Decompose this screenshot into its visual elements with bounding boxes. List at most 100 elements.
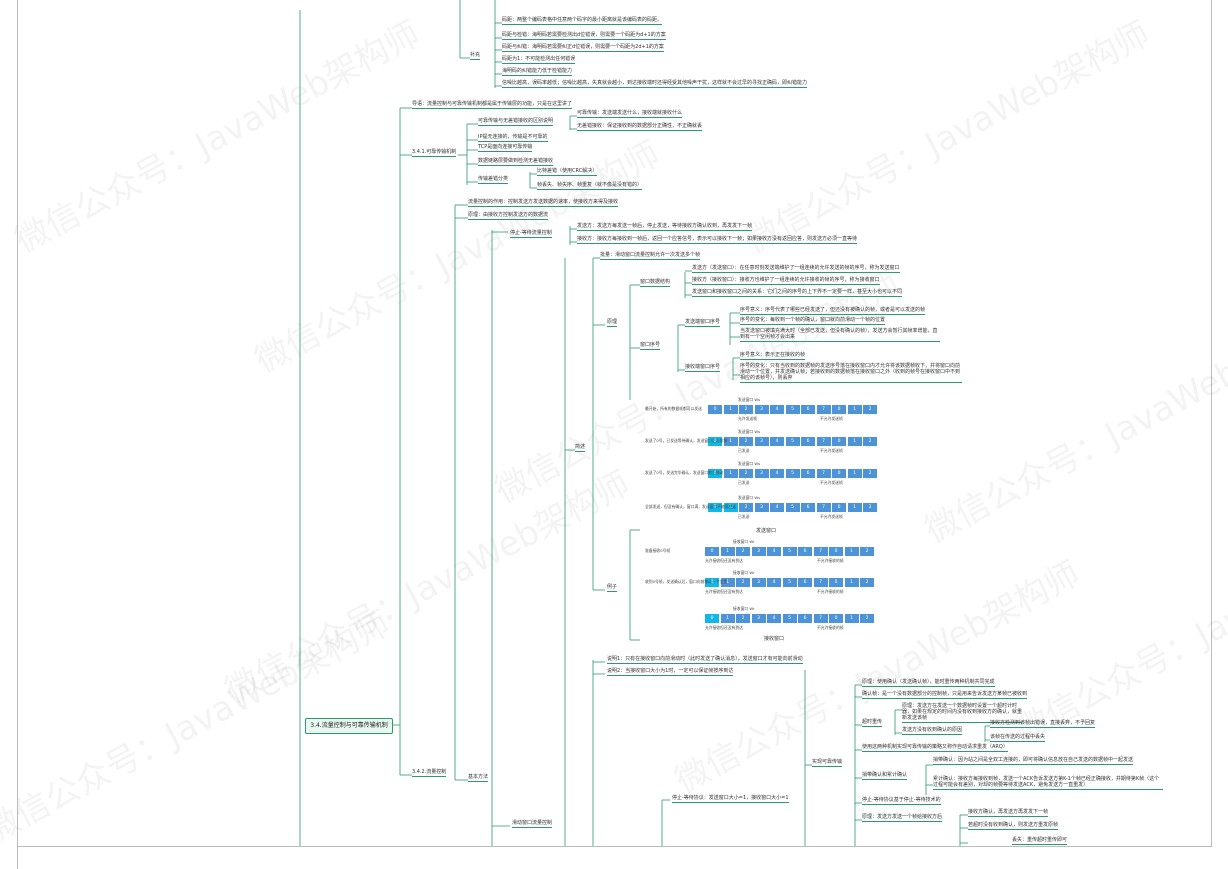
send-seq-cell: 0 — [708, 469, 722, 478]
sw-item[interactable]: 停止-等待协议基于停止-等待技术的 — [862, 797, 941, 805]
reliable-sub[interactable]: 可靠传输：发送端发送什么，接收端就接收什么 — [577, 110, 683, 118]
recv-seq-cell: 6 — [798, 614, 812, 623]
recv-window-wr-label: 接收窗口 Wr — [733, 606, 755, 611]
flow-principle[interactable]: 原理：由接收方控制发送方的数据流 — [468, 212, 549, 220]
send-seq-cell: 2 — [863, 469, 877, 478]
send-window-caption: 发送窗口 — [756, 528, 777, 534]
recv-seq-item[interactable]: 序号的变化：只有当收到的数据帧的发送序号落在接收窗口内才允许将该数据帧收下，并将… — [740, 363, 962, 383]
supplement-line[interactable]: 海明码的纠错能力低于检错能力 — [502, 68, 573, 76]
send-seq-cell: 3 — [754, 503, 769, 512]
stop-wait-node[interactable]: 停止-等待流量控制 — [510, 230, 552, 238]
impl-item[interactable]: 超时重传 — [862, 719, 883, 727]
basic-method[interactable]: 基本方法 — [468, 774, 489, 782]
send-seq-cell: 0 — [832, 405, 846, 414]
timeout-reason[interactable]: 接收方检测到该帧出错误，直接丢弃，不予回复 — [990, 720, 1096, 728]
example-node[interactable]: 例子 — [607, 584, 618, 592]
send-window-ws-label: 发送窗口 Ws — [738, 495, 761, 500]
error-sub[interactable]: 比特差错（使用CRC解决） — [537, 168, 598, 176]
recv-seq-cell: 0 — [705, 578, 719, 587]
reliable-item[interactable]: TCP是面向连接可靠传输 — [478, 144, 533, 152]
send-seq-cell: 0 — [832, 469, 846, 478]
send-seq-cell: 7 — [816, 503, 831, 512]
recv-seq-cell: 2 — [736, 614, 750, 623]
impl-item[interactable]: 捎带确认和累计确认 — [862, 772, 908, 780]
sliding-window-node[interactable]: 滑动窗口流量控制 — [512, 820, 553, 828]
send-row-legend: 已发送 — [738, 448, 750, 453]
recv-row-legend: 不允许接收的帧 — [817, 558, 844, 563]
recv-row-desc: 准备接收0号帧 — [645, 548, 671, 553]
section-342-node[interactable]: 3.4.2.流量控制 — [412, 769, 447, 777]
recv-seq-cell: 1 — [844, 578, 859, 587]
sw-item[interactable]: 丢失：重传超时重传即可 — [1012, 837, 1068, 845]
send-seq-node[interactable]: 发送端窗口序号 — [685, 319, 721, 327]
recv-seq-cell: 0 — [705, 547, 719, 556]
timeout-item[interactable]: 发送方没有收到确认的原因 — [902, 727, 963, 735]
window-struct-node[interactable]: 窗口数据结构 — [640, 279, 671, 287]
supplement-line[interactable]: 码距：两整个编码表格中任意两个码字的最小距离就是该编码表的码距。 — [502, 17, 663, 25]
reliable-impl-node[interactable]: 实现可靠传输 — [812, 759, 843, 767]
reliable-sub[interactable]: 无差错接收：保证接收到的数据部分正确性，不正确就丢 — [577, 123, 703, 131]
principle-node[interactable]: 原理 — [607, 319, 618, 327]
recv-seq-cell: 2 — [736, 547, 750, 556]
overview-node[interactable]: 简述 — [575, 444, 586, 452]
timeout-reason[interactable]: 该帧在传送的过程中丢失 — [990, 734, 1046, 742]
send-row-desc: 发送了0号，已发送等待确认，发送窗口后沿前移 — [645, 438, 728, 443]
supplement-line[interactable]: 信噪比越高，误码率越低；信噪比越高，失真就会越小，到达接收端时还得经受其他噪声干… — [502, 80, 808, 88]
reliable-item[interactable]: 传输差错分类 — [478, 176, 509, 184]
reliable-item[interactable]: 可靠传输与无差错接收的区别说明 — [478, 118, 554, 126]
stop-wait-proto-node[interactable]: 停止-等待协议：发送窗口大小=1，接收窗口大小=1 — [672, 795, 789, 803]
impl-item[interactable]: 使用这两种机制实现可靠传输的策略又称作自动请求重发（ARQ） — [862, 744, 1008, 752]
stop-wait-item[interactable]: 接收方：接收方每接收到一帧后，返回一个应答信号，表示可以接收下一帧；如果接收方没… — [577, 236, 858, 244]
send-window-ws-label: 发送窗口 Ws — [738, 397, 761, 402]
send-seq-item[interactable]: 序号的变化：每收到一个帧的确认，窗口就向前滑动一个帧的位置 — [740, 317, 886, 325]
window-struct-item[interactable]: 发送窗口和接收窗口之间的关系：它们之间的序号的上下界不一定要一样，甚至大小也可以… — [692, 289, 903, 297]
recv-seq-cell: 4 — [767, 614, 781, 623]
send-row-desc: 全部发送，但没有确认，窗口满，发送窗口不能再发送 — [645, 504, 737, 509]
reliable-item[interactable]: 数据链路层要做到检测无差错接收 — [478, 158, 554, 166]
supplement-node[interactable]: 补充 — [470, 52, 481, 60]
timeout-item[interactable]: 原理：发送方在发送一个数据帧时设置一个超时计时器，如果在规定的时间内没有收到接收… — [902, 703, 1023, 723]
stop-wait-item[interactable]: 发送方：发送方每发送一帧后，停止发送，等待接收方确认收到，再发发下一帧 — [577, 223, 753, 231]
piggy-item[interactable]: 捎带确认：因为站之间是全双工连接的，即可将确认信息放在自己发送的数据帧中一起发送 — [933, 757, 1134, 765]
flow-purpose[interactable]: 流量控制的作用：控制发送方发送数据的速率，使接收方来得及接收 — [468, 199, 619, 207]
supplement-line[interactable]: 码距与检错：海明码若需要检测出d位错误，则需要一个码距为d+1的方案 — [502, 32, 666, 40]
impl-item[interactable]: 原理：使用确认（发送确认帧），能时重传两种机制共同完成 — [862, 679, 995, 687]
send-seq-cell: 2 — [863, 437, 877, 446]
reliable-item[interactable]: IP提无连接的，传输是不可靠的 — [478, 134, 548, 142]
supplement-line[interactable]: 码距为1：不可能检测出任何错误 — [502, 56, 576, 64]
supplement-line[interactable]: 码距与纠错：海明码若需要纠正d位错误，则需要一个码距为2d+1的方案 — [502, 44, 664, 52]
sw-item[interactable]: 原理：发送方发送一个帧给接收方后 — [862, 814, 943, 822]
sw-item[interactable]: 若超时没有收到确认，则发送方重发原帧 — [968, 822, 1059, 830]
send-seq-cell: 1 — [723, 469, 738, 478]
recv-seq-cell: 5 — [782, 614, 797, 623]
error-sub[interactable]: 帧丢失、帧失序、帧重复（就不像是没有错的） — [537, 182, 643, 190]
recv-seq-item[interactable]: 序号意义：表示正在接收的帧 — [740, 352, 806, 360]
window-struct-item[interactable]: 接收方（接收窗口）：接收方也维护了一组连续的允许接收的帧的序号，称为接收窗口 — [692, 277, 880, 285]
send-seq-cell: 7 — [816, 469, 831, 478]
recv-seq-cell: 0 — [705, 614, 719, 623]
send-seq-cell: 1 — [847, 437, 862, 446]
recv-seq-cell: 4 — [767, 547, 781, 556]
send-seq-cell: 4 — [770, 503, 784, 512]
window-struct-item[interactable]: 发送方（发送窗口）：在任意时刻发送端维护了一组连续的允许发送的帧的序号，称为发送… — [692, 265, 900, 273]
send-window-ws-label: 发送窗口 Ws — [738, 461, 761, 466]
recv-seq-cell: 0 — [829, 547, 843, 556]
section-341-node[interactable]: 3.4.1.可靠传输机制 — [412, 149, 457, 157]
piggy-item[interactable]: 累计确认：接收方每接收到帧，发送一个ACK告诉发送方第K-1个帧已经正确接收，并… — [933, 776, 1163, 790]
send-seq-item[interactable]: 序号意义：序号代表了哪些已经发送了，但还没有被确认的帧，或者是可以发送的帧 — [740, 307, 926, 315]
sliding-note[interactable]: 批量：滑动窗口流量控制允许一次发送多个帧 — [600, 252, 701, 260]
send-seq-cell: 1 — [847, 405, 862, 414]
recv-seq-cell: 2 — [860, 614, 874, 623]
recv-seq-node[interactable]: 接收端窗口序号 — [685, 364, 721, 372]
sw-item[interactable]: 接收方确认，再发送方再发发下一帧 — [968, 809, 1049, 817]
impl-item[interactable]: 确认帧：是一个没有数据部分的控制帧，只是用来告诉发送方某帧已被收到 — [862, 691, 1028, 699]
send-seq-cell: 0 — [708, 405, 722, 414]
window-seq-node[interactable]: 窗口序号 — [640, 342, 661, 350]
send-seq-item[interactable]: 当发送窗口被填充满大时（全部已发送，但没有确认的帧），发送方会暂行其帧率增能，直… — [740, 328, 940, 342]
root-node[interactable]: 3.4.流量控制与可靠传输机制 — [305, 718, 393, 734]
note2-node[interactable]: 说明2：当接收窗口大小为1时，一定可以保证帧按序到达 — [607, 668, 734, 676]
send-seq-cell: 4 — [770, 469, 784, 478]
note1-node[interactable]: 说明1：只有在接收窗口向前滑动时（此时发送了确认消息），发送窗口才有可能向前滑动 — [607, 656, 803, 664]
preamble-node[interactable]: 导语：流量控制与可靠传输机制都是属于传输层的功能，只是在这里讲了 — [412, 101, 573, 109]
